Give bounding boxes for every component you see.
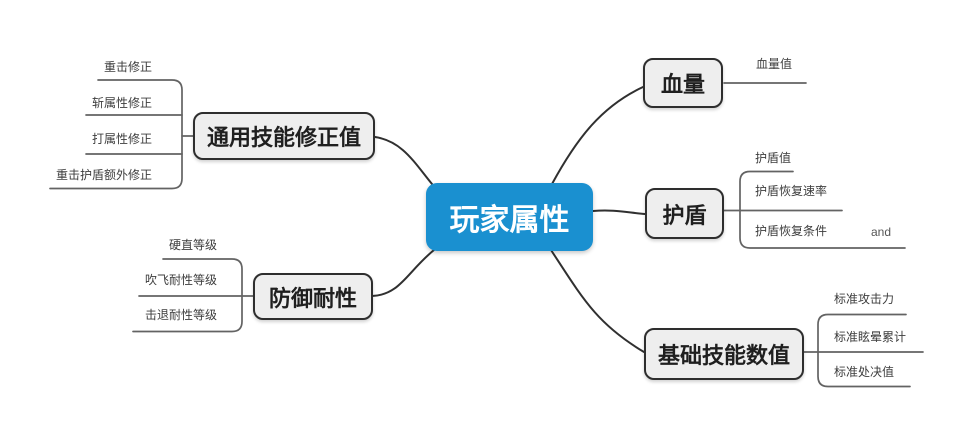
leaf-std-execution-value[interactable]: 标准处决值 [834,365,895,379]
leaf-heavy-shield-extra-mod[interactable]: 重击护盾额外修正 [55,168,152,182]
leaf-launch-resist-level[interactable]: 吹飞耐性等级 [144,273,217,287]
leaf-heavy-strike-mod[interactable]: 重击修正 [103,60,152,74]
branchline-base-skill-spine [817,313,911,388]
leaf-shield-value[interactable]: 护盾值 [755,151,792,165]
leaf-std-attack-power[interactable]: 标准攻击力 [834,292,895,306]
leaf-strike-attr-mod[interactable]: 打属性修正 [91,132,152,146]
leaf-knockback-resist-level[interactable]: 击退耐性等级 [144,308,217,322]
leaf-stagger-level[interactable]: 硬直等级 [168,238,217,252]
leaf-hp-value[interactable]: 血量值 [756,57,793,71]
leaf-shield-regen-condition[interactable]: 护盾恢复条件 [755,224,828,238]
connector-central-to-health [551,86,644,185]
topic-health[interactable]: 血量 [643,58,723,108]
topic-base-skill-values[interactable]: 基础技能数值 [644,328,804,380]
topic-shield[interactable]: 护盾 [645,188,724,239]
branchline-universal-skill-spine [49,79,183,190]
leaf-shield-regen-rate[interactable]: 护盾恢复速率 [755,184,828,198]
connector-central-to-universal-skill-modifier [374,136,433,185]
topic-defense-resistance[interactable]: 防御耐性 [253,273,373,320]
connector-central-to-defense-resistance [371,249,435,297]
leaf-std-stun-accum[interactable]: 标准眩晕累计 [834,330,907,344]
connector-central-to-base-skill-values [550,249,645,353]
leaf-slash-attr-mod[interactable]: 斩属性修正 [91,96,152,110]
boundary-tag-and[interactable]: and [871,225,892,239]
connector-central-to-shield [592,209,646,215]
topic-universal-skill-modifier[interactable]: 通用技能修正值 [193,112,375,160]
central-topic-player-attributes[interactable]: 玩家属性 [426,183,593,251]
